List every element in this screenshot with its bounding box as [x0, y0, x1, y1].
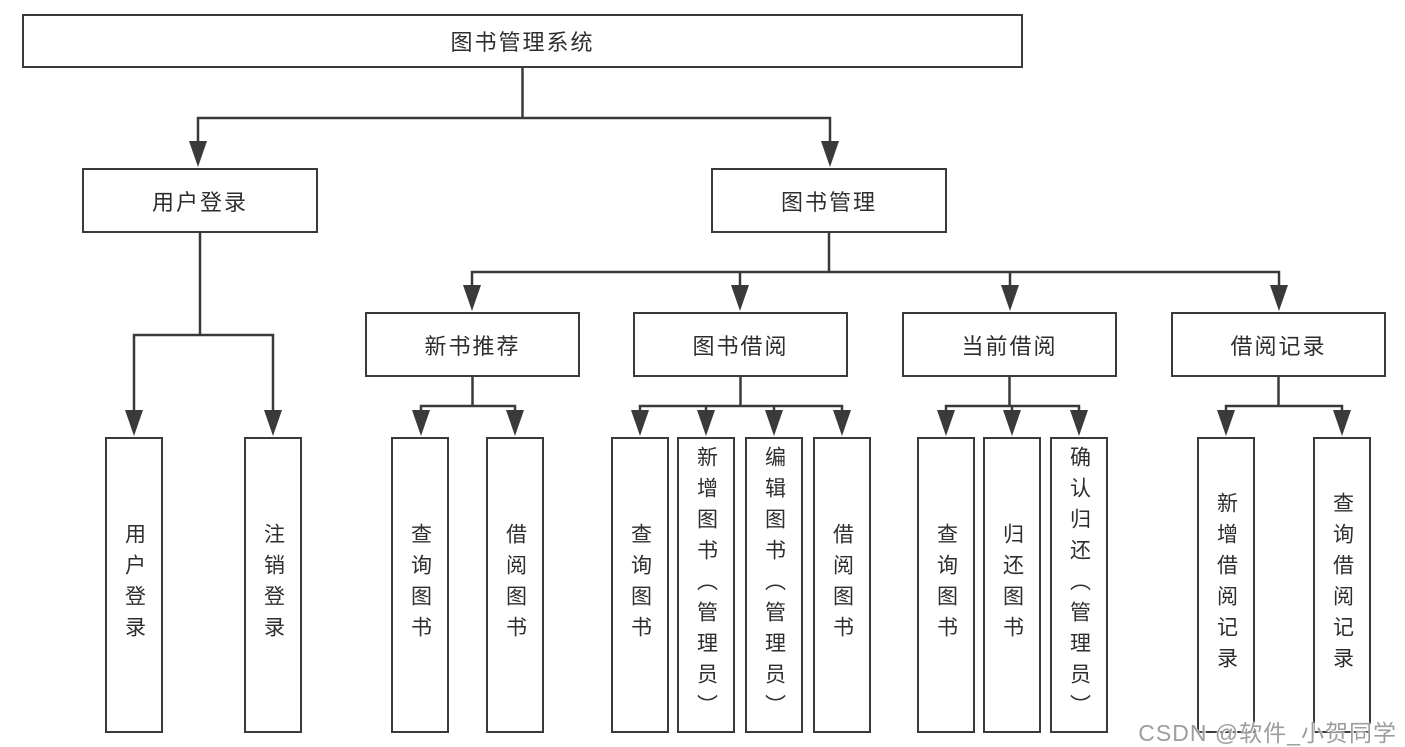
leaf-add-book-admin: 新增图书（管理员） [677, 437, 735, 733]
csdn-watermark: CSDN @软件_小贺同学 [1138, 720, 1397, 746]
leaf-add-borrow-record: 新增借阅记录 [1197, 437, 1255, 733]
leaf-borrow-book: 借阅图书 [813, 437, 871, 733]
node-new-book-recommend: 新书推荐 [365, 312, 580, 377]
connector-current-borrow-split [937, 377, 1088, 436]
leaf-query-borrow-record: 查询借阅记录 [1313, 437, 1371, 733]
connector-root-split [189, 68, 839, 167]
node-borrow-record: 借阅记录 [1171, 312, 1386, 377]
leaf-user-login: 用户登录 [105, 437, 163, 733]
node-book-management: 图书管理 [711, 168, 947, 233]
leaf-borrow-book-recommend: 借阅图书 [486, 437, 544, 733]
connector-book-borrow-split [631, 377, 851, 436]
connector-borrow-record-split [1217, 377, 1351, 436]
node-book-borrow: 图书借阅 [633, 312, 848, 377]
leaf-confirm-return-admin: 确认归还（管理员） [1050, 437, 1108, 733]
leaf-query-book-borrow: 查询图书 [611, 437, 669, 733]
node-user-login: 用户登录 [82, 168, 318, 233]
leaf-return-book: 归还图书 [983, 437, 1041, 733]
node-root-library-system: 图书管理系统 [22, 14, 1023, 68]
connector-user-login-split [125, 233, 282, 436]
leaf-logout: 注销登录 [244, 437, 302, 733]
leaf-query-book-current: 查询图书 [917, 437, 975, 733]
leaf-query-book-recommend: 查询图书 [391, 437, 449, 733]
connector-book-mgmt-split [463, 233, 1288, 311]
leaf-edit-book-admin: 编辑图书（管理员） [745, 437, 803, 733]
node-current-borrow: 当前借阅 [902, 312, 1117, 377]
connector-new-book-split [412, 377, 524, 436]
